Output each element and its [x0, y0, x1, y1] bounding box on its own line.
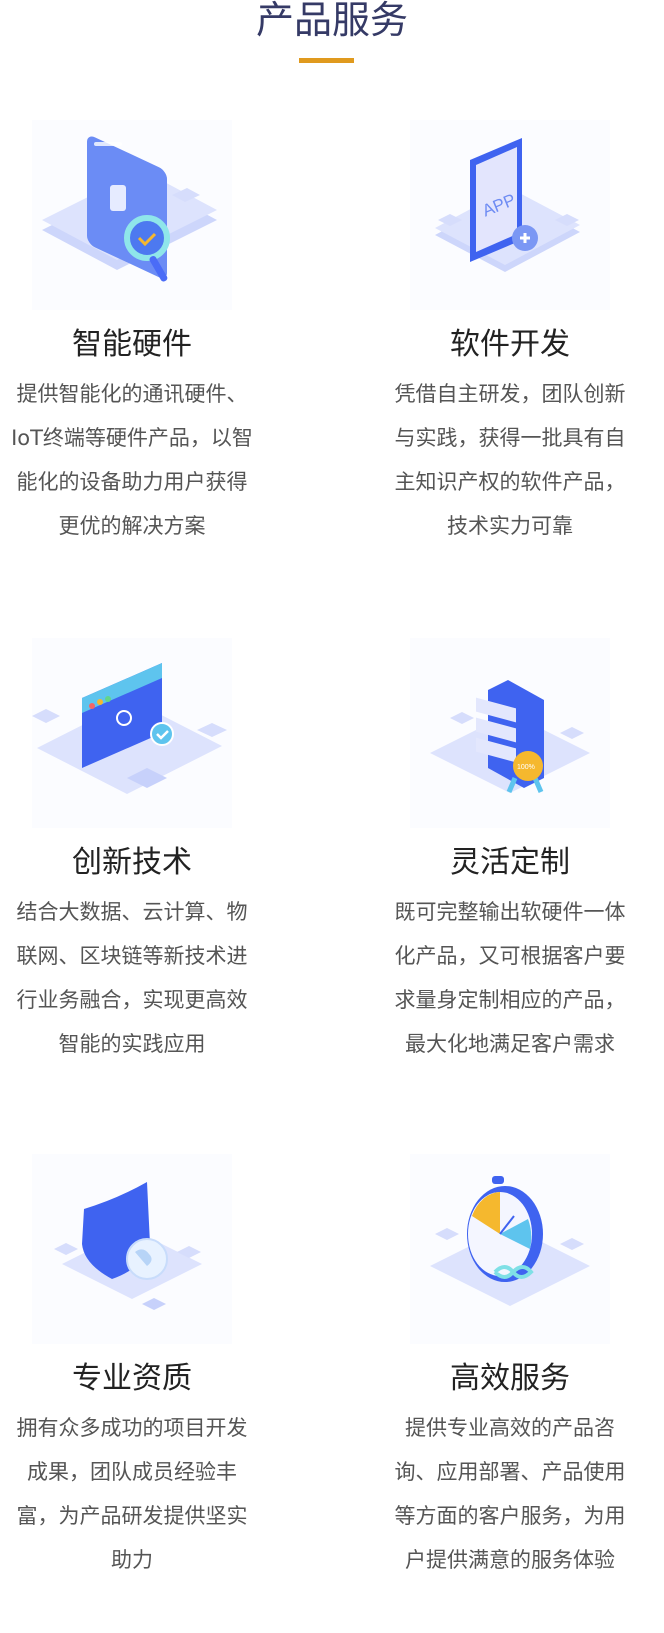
desc-line: 助力 — [111, 1548, 153, 1572]
shield-globe-icon — [32, 1154, 232, 1344]
desc-line: IoT终端等硬件产品，以智 — [11, 426, 253, 450]
checklist-badge-icon: 100% — [410, 638, 610, 828]
desc-line: 提供专业高效的产品咨 — [405, 1416, 615, 1440]
service-title: 灵活定制 — [450, 845, 570, 880]
desc-line: 询、应用部署、产品使用 — [394, 1460, 626, 1484]
service-description: 凭借自主研发，团队创新 与实践，获得一批具有自 主知识产权的软件产品， 技术实力… — [368, 372, 652, 548]
section-title: 产品服务 — [255, 0, 408, 42]
desc-line: 最大化地满足客户需求 — [405, 1032, 615, 1056]
stopwatch-icon — [410, 1154, 610, 1344]
desc-line: 更优的解决方案 — [58, 514, 206, 538]
desc-line: 等方面的客户服务，为用 — [394, 1504, 626, 1528]
desc-line: 既可完整输出软硬件一体 — [394, 900, 626, 924]
service-description: 提供智能化的通讯硬件、 IoT终端等硬件产品，以智 能化的设备助力用户获得 更优… — [0, 372, 274, 548]
desc-line: 提供智能化的通讯硬件、 — [16, 382, 248, 406]
desc-line: 凭借自主研发，团队创新 — [394, 382, 626, 406]
desc-line: 智能的实践应用 — [58, 1032, 206, 1056]
service-description: 结合大数据、云计算、物 联网、区块链等新技术进 行业务融合，实现更高效 智能的实… — [0, 890, 274, 1066]
desc-line: 技术实力可靠 — [447, 514, 573, 538]
desc-line: 拥有众多成功的项目开发 — [16, 1416, 248, 1440]
desc-line: 化产品，又可根据客户要 — [394, 944, 626, 968]
title-underline — [299, 58, 354, 63]
desc-line: 户提供满意的服务体验 — [405, 1548, 615, 1572]
service-description: 提供专业高效的产品咨 询、应用部署、产品使用 等方面的客户服务，为用 户提供满意… — [368, 1406, 652, 1582]
desc-line: 结合大数据、云计算、物 — [16, 900, 248, 924]
app-phone-icon: APP — [410, 120, 610, 310]
desc-line: 与实践，获得一批具有自 — [394, 426, 626, 450]
service-title: 智能硬件 — [72, 327, 192, 362]
service-title: 专业资质 — [72, 1361, 192, 1396]
service-title: 高效服务 — [450, 1361, 570, 1396]
desc-line: 求量身定制相应的产品， — [394, 988, 626, 1012]
desc-line: 能化的设备助力用户获得 — [16, 470, 248, 494]
service-description: 既可完整输出软硬件一体 化产品，又可根据客户要 求量身定制相应的产品， 最大化地… — [368, 890, 652, 1066]
desc-line: 成果，团队成员经验丰 — [27, 1460, 237, 1484]
desc-line: 富，为产品研发提供坚实 — [16, 1504, 248, 1528]
service-title: 创新技术 — [72, 845, 192, 880]
innovation-window-icon — [32, 638, 232, 828]
service-description: 拥有众多成功的项目开发 成果，团队成员经验丰 富，为产品研发提供坚实 助力 — [0, 1406, 274, 1582]
hardware-search-icon — [32, 120, 232, 310]
desc-line: 联网、区块链等新技术进 — [16, 944, 248, 968]
badge-label: 100% — [517, 764, 535, 771]
desc-line: 主知识产权的软件产品， — [394, 470, 626, 494]
desc-line: 行业务融合，实现更高效 — [16, 988, 248, 1012]
service-title: 软件开发 — [450, 327, 570, 362]
